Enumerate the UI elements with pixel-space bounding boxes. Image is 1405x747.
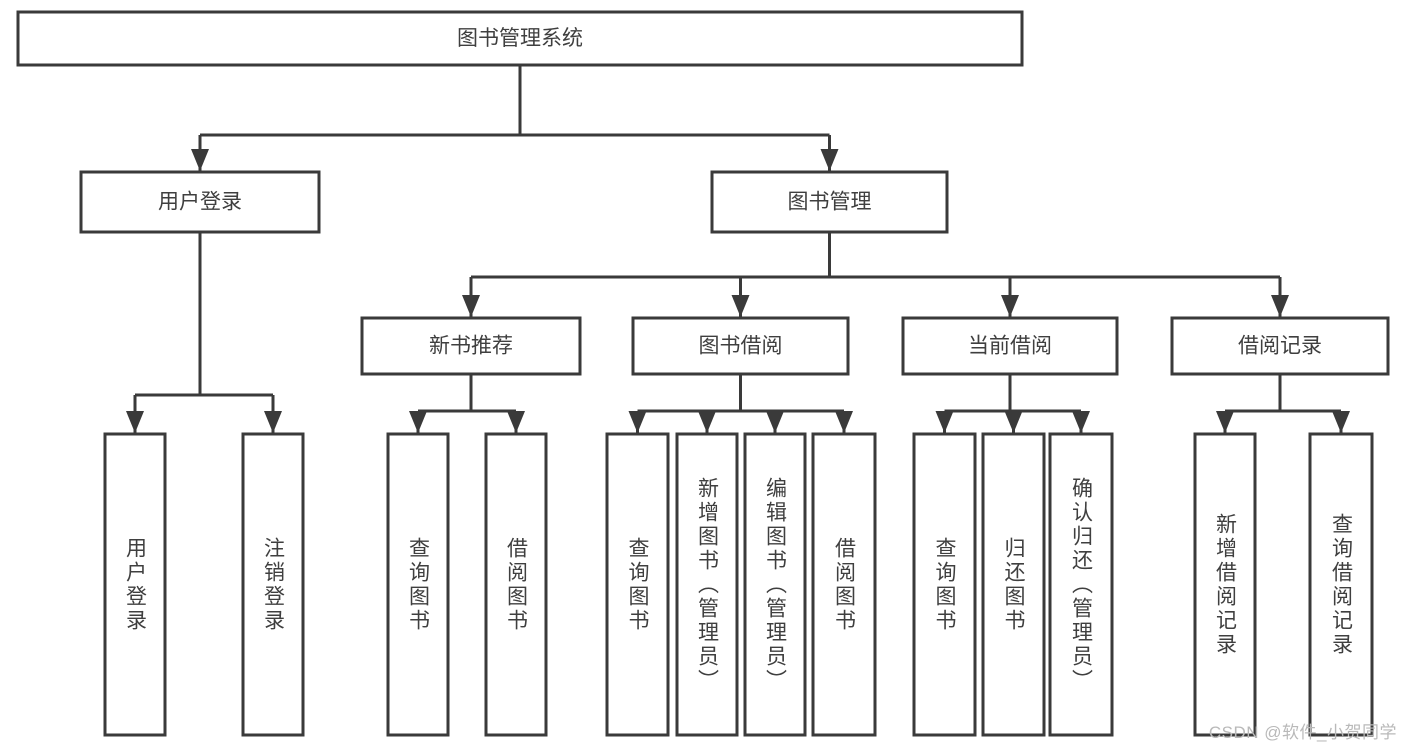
node-level2-0[interactable]	[79, 170, 321, 234]
node-level2-1[interactable]	[710, 170, 949, 234]
node-leaf-3[interactable]	[484, 432, 548, 737]
node-leaf-8[interactable]	[912, 432, 977, 737]
node-level3-2[interactable]	[901, 316, 1119, 376]
node-leaf-12[interactable]	[1308, 432, 1374, 737]
p3-arrow-1	[1004, 411, 1023, 433]
p1-arrow-0	[409, 411, 427, 433]
node-root-system[interactable]	[16, 10, 1024, 67]
root-arrow-1	[820, 149, 839, 171]
node-leaf-0[interactable]	[103, 432, 167, 737]
node-level3-2-label: 当前借阅	[968, 335, 1052, 358]
node-level3-0-label: 新书推荐	[429, 335, 513, 358]
node-root-system-label: 图书管理系统	[457, 27, 583, 50]
p0-arrow-1	[264, 411, 282, 433]
connector-layer	[126, 65, 1350, 433]
node-leaf-9[interactable]	[981, 432, 1046, 737]
node-leaf-11[interactable]	[1193, 432, 1257, 737]
p3-arrow-0	[935, 411, 954, 433]
book-mgmt-arrow-3	[1271, 295, 1289, 317]
node-level2-1-label: 图书管理	[788, 191, 872, 214]
node-level3-1[interactable]	[631, 316, 850, 376]
p3-arrow-2	[1072, 411, 1090, 433]
p2-arrow-0	[628, 411, 647, 433]
node-level3-3[interactable]	[1170, 316, 1390, 376]
node-level3-3-label: 借阅记录	[1238, 335, 1322, 358]
book-mgmt-arrow-2	[1001, 295, 1019, 317]
node-level3-0[interactable]	[360, 316, 582, 376]
node-leaf-5[interactable]	[675, 432, 739, 737]
node-leaf-2[interactable]	[386, 432, 450, 737]
node-leaf-10[interactable]	[1048, 432, 1114, 737]
p0-arrow-0	[126, 411, 144, 433]
book-mgmt-arrow-0	[462, 295, 480, 317]
node-leaf-6[interactable]	[743, 432, 807, 737]
root-arrow-0	[191, 149, 209, 171]
p2-arrow-1	[698, 411, 716, 433]
node-leaf-4[interactable]	[605, 432, 670, 737]
csdn-watermark: CSDN @软件_小贺同学	[1208, 723, 1397, 742]
node-leaf-1[interactable]	[241, 432, 305, 737]
node-level3-1-label: 图书借阅	[699, 335, 783, 358]
p2-arrow-2	[766, 411, 784, 433]
p4-arrow-1	[1332, 411, 1350, 433]
book-mgmt-arrow-1	[731, 295, 750, 317]
p1-arrow-1	[507, 411, 525, 433]
node-level2-0-label: 用户登录	[158, 191, 242, 214]
node-leaf-7[interactable]	[811, 432, 877, 737]
node-box-layer	[16, 10, 1390, 737]
p4-arrow-0	[1216, 411, 1234, 433]
p2-arrow-3	[835, 411, 853, 433]
